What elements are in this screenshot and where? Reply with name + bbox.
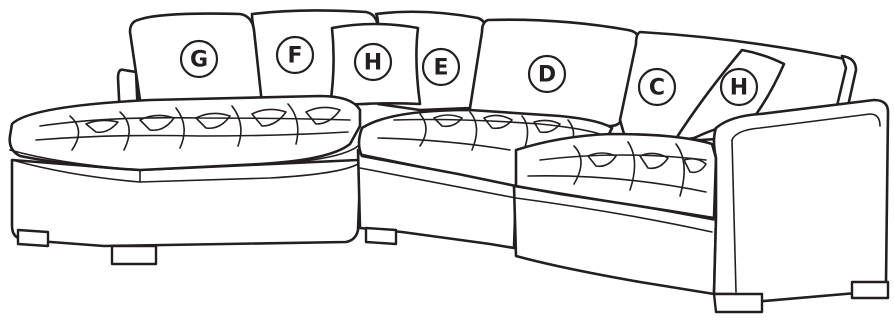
label-g-text: G: [190, 48, 208, 73]
label-d-text: D: [538, 63, 556, 88]
label-f-text: F: [287, 44, 302, 69]
right-arm-foot-front: [712, 292, 764, 314]
right-arm-foot-back: [850, 280, 890, 300]
chaise-foot-left: [16, 228, 50, 248]
label-f: F: [275, 35, 315, 75]
chaise-section: [8, 94, 362, 266]
label-c-text: C: [649, 76, 665, 101]
label-e: E: [421, 47, 461, 87]
label-d: D: [527, 54, 567, 94]
label-h-left-text: H: [364, 51, 382, 76]
chaise-foot-right: [110, 244, 158, 266]
label-h-right-text: H: [730, 76, 748, 101]
right-seat-section: [512, 132, 718, 296]
label-e-text: E: [433, 56, 448, 81]
label-c: C: [637, 67, 677, 107]
right-arm: [712, 98, 890, 314]
label-g: G: [179, 39, 219, 79]
middle-foot: [364, 226, 398, 246]
label-h-left: H: [353, 42, 393, 82]
right-arm-body: [712, 98, 890, 304]
label-h-right: H: [719, 67, 759, 107]
right-base: [512, 184, 718, 296]
chaise-base: [10, 158, 362, 248]
